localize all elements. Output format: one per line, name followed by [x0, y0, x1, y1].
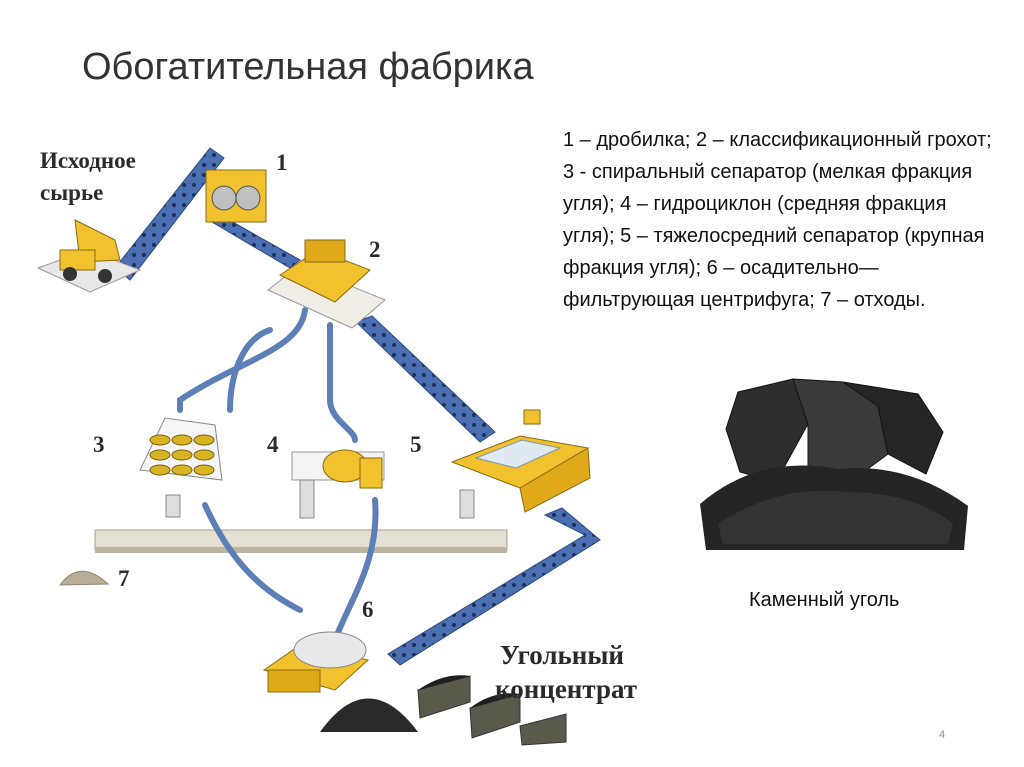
- product-conveyor: [387, 507, 601, 666]
- classifying-screen: [267, 239, 386, 329]
- callout-1: 1: [276, 150, 288, 175]
- tailings-conveyor: [94, 529, 508, 553]
- output-label-line1: Угольный: [500, 640, 624, 670]
- callout-6: 6: [362, 597, 374, 622]
- heavy-medium-separator: [450, 409, 591, 519]
- callout-2: 2: [369, 237, 381, 262]
- spiral-separator: [139, 417, 223, 518]
- legend-text: 1 – дробилка; 2 – классификационный грох…: [563, 129, 992, 311]
- concentrate-pile: [320, 698, 418, 732]
- slide-title: Обогатительная фабрика: [82, 46, 534, 88]
- rail-wagons: [417, 675, 567, 746]
- pipes: [177, 307, 379, 643]
- crusher-screen-conveyor: [211, 215, 301, 269]
- centrifuge: [262, 631, 370, 693]
- coal-caption: Каменный уголь: [749, 589, 900, 611]
- screen-separator-conveyor: [355, 315, 496, 443]
- dump-truck: [36, 219, 142, 293]
- coal-photo: [700, 378, 968, 550]
- page-number: 4: [939, 729, 946, 741]
- crusher-machine: [205, 169, 267, 223]
- callout-5: 5: [410, 432, 422, 457]
- output-label-line2: концентрат: [495, 674, 637, 704]
- input-label-line2: сырье: [40, 180, 103, 205]
- callout-4: 4: [267, 432, 279, 457]
- hydrocyclone: [291, 449, 385, 519]
- input-label-line1: Исходное: [40, 148, 136, 173]
- callout-3: 3: [93, 432, 105, 457]
- tailings-pile: [58, 570, 110, 586]
- callout-7: 7: [118, 566, 130, 591]
